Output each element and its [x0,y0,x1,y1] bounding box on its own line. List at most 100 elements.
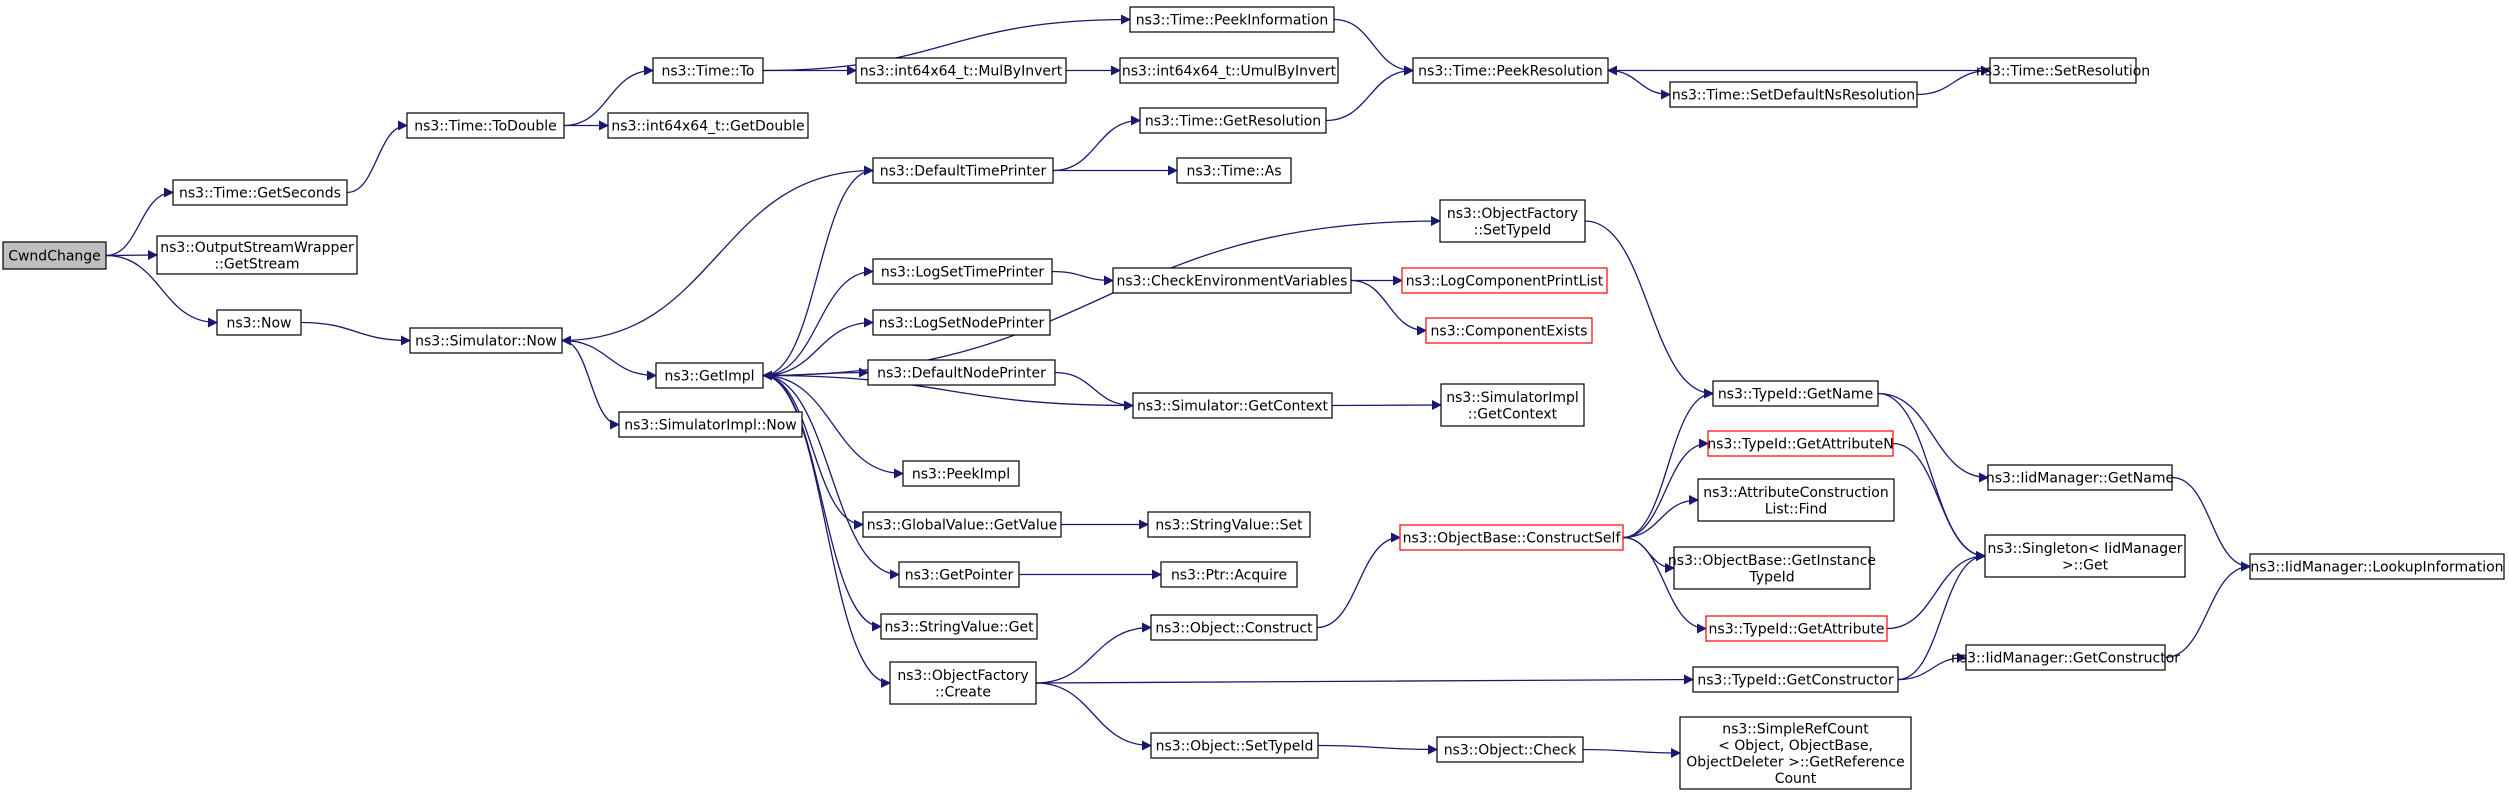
node-box [1436,736,1584,763]
node-mulbyinvert[interactable]: ns3::int64x64_t::MulByInvert [855,57,1067,84]
node-label: ns3::GetPointer [905,568,1014,584]
node-label: ns3::IidManager::GetName [1986,471,2174,487]
node-box [1712,380,1879,407]
node-timeto[interactable]: ns3::Time::To [652,57,764,84]
node-typeidgetattr[interactable]: ns3::TypeId::GetAttribute [1705,615,1888,642]
node-getres[interactable]: ns3::Time::GetResolution [1139,107,1327,134]
node-label: ns3::SimulatorImpl::Now [624,418,797,434]
node-label: ns3::int64x64_t::MulByInvert [860,64,1063,80]
node-ofcreate[interactable]: ns3::ObjectFactory::Create [889,661,1037,705]
node-label: ns3::AttributeConstruction [1703,485,1888,501]
node-label: ns3::StringValue::Get [884,620,1034,636]
node-setdefaultres[interactable]: ns3::Time::SetDefaultNsResolution [1669,81,1918,108]
node-label: ObjectDeleter >::GetReference [1686,754,1904,770]
node-label: ns3::IidManager::GetConstructor [1951,651,2180,667]
edge-simnow-to-simimplnow [561,339,620,430]
node-label: ns3::Time::To [662,64,755,80]
node-simimplnow[interactable]: ns3::SimulatorImpl::Now [618,411,803,438]
node-defnodeprinter[interactable]: ns3::DefaultNodePrinter [867,359,1056,386]
node-iidgetconstructor[interactable]: ns3::IidManager::GetConstructor [1951,644,2180,671]
edge-peekinfo-to-peekres [1333,18,1414,76]
node-getdouble[interactable]: ns3::int64x64_t::GetDouble [607,112,809,139]
edge-setdefaultres-to-setres [1916,65,1991,96]
node-box [156,235,358,275]
node-now[interactable]: ns3::Now [216,309,302,336]
node-strvalset[interactable]: ns3::StringValue::Set [1147,511,1311,538]
node-label: ns3::SimpleRefCount [1722,721,1869,737]
node-timeas[interactable]: ns3::Time::As [1176,157,1292,184]
node-typeidgetconstructor[interactable]: ns3::TypeId::GetConstructor [1692,666,1899,693]
node-objsettypeid[interactable]: ns3::Object::SetTypeId [1150,732,1319,759]
node-setres[interactable]: ns3::Time::SetResolution [1976,57,2150,84]
node-logsetnodeprinter[interactable]: ns3::LogSetNodePrinter [872,309,1051,336]
node-box [1984,534,2186,578]
node-box [1989,57,2137,84]
node-label: ns3::Time::PeekInformation [1136,13,1329,29]
node-ofsettypeid[interactable]: ns3::ObjectFactory::SetTypeId [1439,199,1586,243]
edge-objbaseconstructself-to-typeidgetattrn [1622,438,1709,539]
node-peekinfo[interactable]: ns3::Time::PeekInformation [1129,6,1335,33]
node-gvgetvalue[interactable]: ns3::GlobalValue::GetValue [862,511,1062,538]
node-objcheck[interactable]: ns3::Object::Check [1436,736,1584,763]
node-umulbyinvert[interactable]: ns3::int64x64_t::UmulByInvert [1119,57,1339,84]
node-label: ns3::Singleton< IidManager [1988,541,2183,557]
node-box [2249,553,2505,580]
node-singletonget[interactable]: ns3::Singleton< IidManager >::Get [1984,534,2186,578]
node-typeidgetattrn[interactable]: ns3::TypeId::GetAttributeN [1707,430,1894,457]
node-iidgetname[interactable]: ns3::IidManager::GetName [1986,464,2174,491]
node-simgetcontext[interactable]: ns3::Simulator::GetContext [1132,392,1333,419]
node-label: ns3::LogComponentPrintList [1406,274,1604,290]
node-label: ns3::TypeId::GetName [1718,387,1873,403]
edge-getimpl-to-ofsettypeid [762,216,1441,377]
node-box [1399,524,1624,551]
node-getimpl[interactable]: ns3::GetImpl [655,362,764,389]
node-logsettimeprinter[interactable]: ns3::LogSetTimePrinter [872,258,1053,285]
node-todouble[interactable]: ns3::Time::ToDouble [406,112,565,139]
node-iidlookup[interactable]: ns3::IidManager::LookupInformation [2249,553,2505,580]
node-box [1119,57,1339,84]
edge-defnodeprinter-to-simgetcontext [1054,371,1134,411]
edge-ofcreate-to-objsettypeid [1035,682,1152,751]
node-oswgetstream[interactable]: ns3::OutputStreamWrapper::GetStream [156,235,358,275]
node-checkenv[interactable]: ns3::CheckEnvironmentVariables [1112,267,1352,294]
node-box [607,112,809,139]
node-getseconds[interactable]: ns3::Time::GetSeconds [172,179,348,206]
node-objbaseconstructself[interactable]: ns3::ObjectBase::ConstructSelf [1399,524,1624,551]
node-getpointer[interactable]: ns3::GetPointer [898,561,1020,588]
edge-peekres-to-setdefaultres [1607,69,1671,100]
node-objconstruct[interactable]: ns3::Object::Construct [1150,614,1318,641]
edge-timeto-to-peekinfo [762,14,1131,72]
node-box [1440,383,1585,427]
node-ptracquire[interactable]: ns3::Ptr::Acquire [1160,561,1298,588]
node-simimplgetcontext[interactable]: ns3::SimulatorImpl::GetContext [1440,383,1585,427]
node-label: ns3::TypeId::GetConstructor [1697,673,1893,689]
edge-typeidgetconstructor-to-iidgetconstructor [1897,652,1967,681]
node-deftimeprinter[interactable]: ns3::DefaultTimePrinter [872,157,1054,184]
node-peekres[interactable]: ns3::Time::PeekResolution [1412,57,1609,84]
edge-simgetcontext-to-simimplgetcontext [1331,400,1442,411]
edge-typeidgetname-to-iidgetname [1877,392,1989,483]
node-cwnd[interactable]: CwndChange [2,241,107,270]
node-simplerefcount[interactable]: ns3::SimpleRefCount< Object, ObjectBase,… [1679,716,1912,790]
node-logcompprint[interactable]: ns3::LogComponentPrintList [1401,267,1608,294]
edge-simgetcontext-to-getimpl [762,370,1134,407]
edge-getseconds-to-todouble [346,120,408,194]
node-strvalget[interactable]: ns3::StringValue::Get [880,613,1038,640]
node-label: ns3::IidManager::LookupInformation [2250,560,2503,576]
edges-layer [105,14,2251,758]
node-label: ns3::int64x64_t::UmulByInvert [1122,64,1337,80]
node-box [1669,81,1918,108]
node-peekimpl[interactable]: ns3::PeekImpl [902,460,1020,487]
node-typeidgetname[interactable]: ns3::TypeId::GetName [1712,380,1879,407]
node-label: ns3::Object::Check [1444,743,1577,759]
node-label: ns3::Simulator::GetContext [1137,399,1329,415]
edge-getres-to-peekres [1325,65,1414,122]
node-label: ns3::ComponentExists [1431,324,1588,340]
node-simnow[interactable]: ns3::Simulator::Now [409,327,563,354]
node-label: ns3::DefaultNodePrinter [877,366,1046,382]
node-box [1412,57,1609,84]
node-box [1401,267,1608,294]
node-compexists[interactable]: ns3::ComponentExists [1425,317,1593,344]
